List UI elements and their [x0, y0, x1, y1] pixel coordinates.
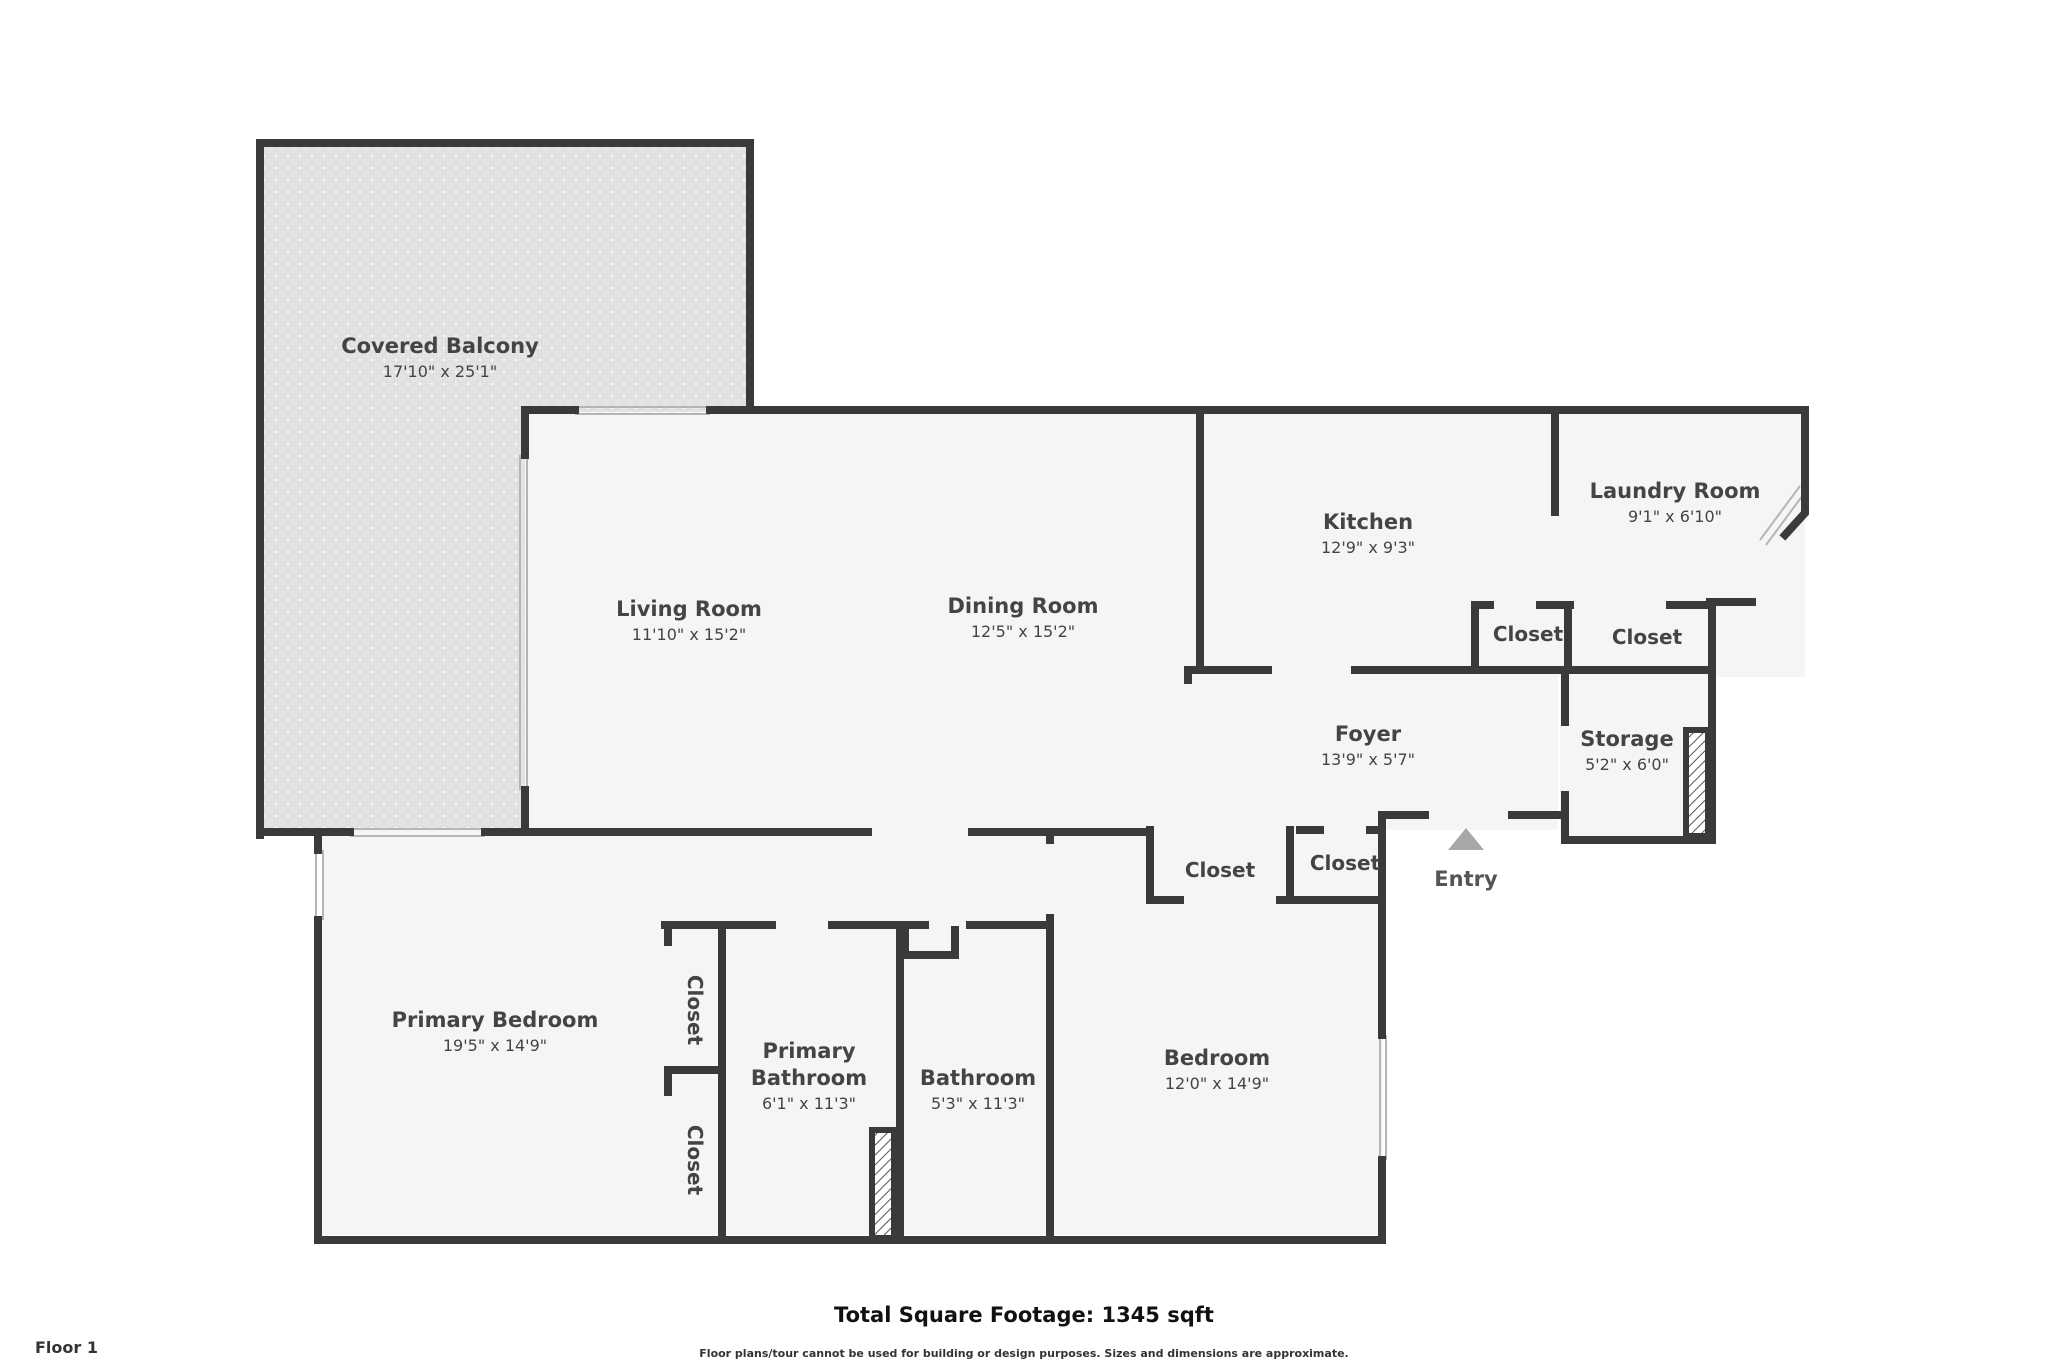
primary-bathroom-dim: 6'1" x 11'3": [762, 1094, 856, 1113]
shaft-bathroom: [869, 1127, 897, 1241]
bedroom-label: Bedroom: [1164, 1046, 1270, 1070]
closet-kitchen-label: Closet: [1493, 622, 1564, 646]
primary-bathroom-label-line1: Primary: [762, 1039, 855, 1063]
bathroom-dim: 5'3" x 11'3": [931, 1094, 1025, 1113]
shaft-storage: [1683, 727, 1711, 839]
closet-primary-1-label: Closet: [683, 975, 707, 1046]
dining-room-dim: 12'5" x 15'2": [971, 622, 1075, 641]
entry-label: Entry: [1434, 867, 1498, 891]
primary-bathroom-label-line2: Bathroom: [751, 1066, 867, 1090]
covered-balcony-dim: 17'10" x 25'1": [383, 362, 497, 381]
foyer-dim: 13'9" x 5'7": [1321, 750, 1415, 769]
bedroom-dim: 12'0" x 14'9": [1165, 1074, 1269, 1093]
closet-laundry-label: Closet: [1612, 625, 1683, 649]
primary-bedroom-dim: 19'5" x 14'9": [443, 1036, 547, 1055]
kitchen-label: Kitchen: [1323, 510, 1413, 534]
bathroom-label: Bathroom: [920, 1066, 1036, 1090]
covered-balcony-label: Covered Balcony: [341, 334, 539, 358]
living-room-dim: 11'10" x 15'2": [632, 625, 746, 644]
storage-dim: 5'2" x 6'0": [1585, 755, 1669, 774]
room-floors: [322, 412, 1805, 1235]
foyer-label: Foyer: [1335, 722, 1402, 746]
primary-bedroom-label: Primary Bedroom: [392, 1008, 599, 1032]
laundry-room-label: Laundry Room: [1590, 479, 1761, 503]
closet-foyer-1-label: Closet: [1185, 858, 1256, 882]
floor-label: Floor 1: [35, 1338, 98, 1357]
entry-arrow-icon: [1448, 828, 1484, 850]
living-room-label: Living Room: [616, 597, 762, 621]
windows: [315, 406, 1807, 1160]
total-square-footage: Total Square Footage: 1345 sqft: [834, 1303, 1214, 1327]
disclaimer-text: Floor plans/tour cannot be used for buil…: [699, 1347, 1349, 1360]
closet-primary-2-label: Closet: [683, 1125, 707, 1196]
storage-label: Storage: [1580, 727, 1673, 751]
closet-foyer-2-label: Closet: [1310, 851, 1381, 875]
dining-room-label: Dining Room: [948, 594, 1099, 618]
laundry-room-dim: 9'1" x 6'10": [1628, 507, 1722, 526]
kitchen-dim: 12'9" x 9'3": [1321, 538, 1415, 557]
walls: [256, 139, 1809, 1244]
